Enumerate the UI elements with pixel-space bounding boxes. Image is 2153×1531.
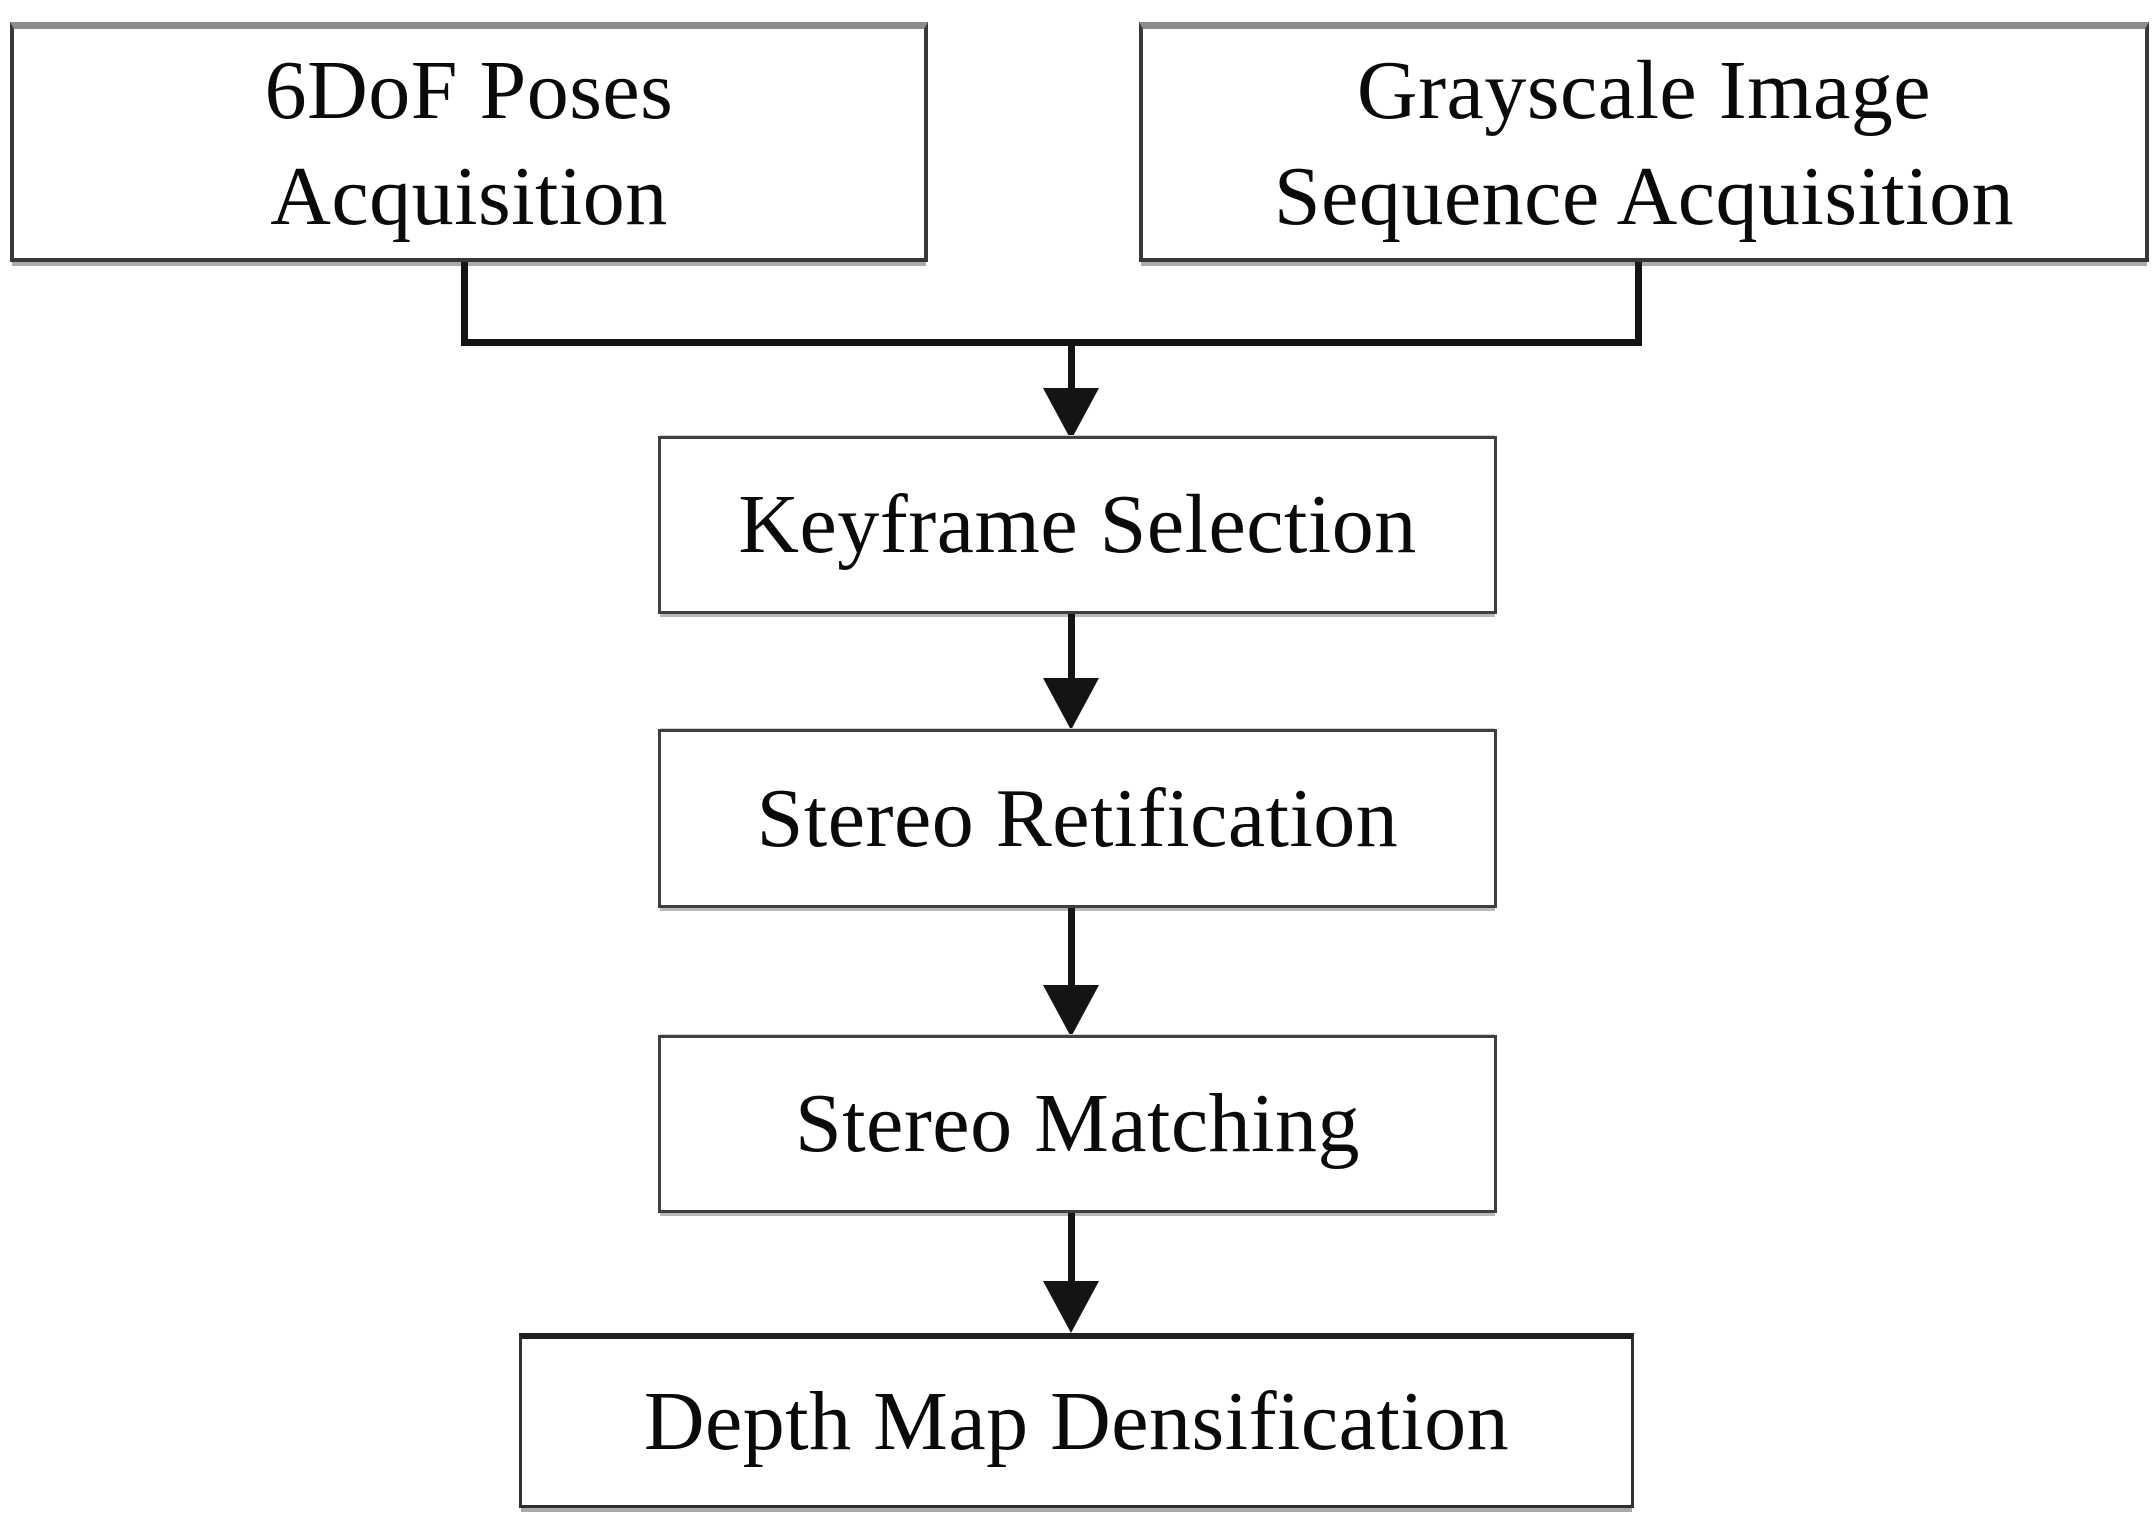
connector-poses-drop-line (461, 262, 468, 346)
arrowhead-down-icon (1043, 985, 1099, 1037)
arrowhead-down-icon (1043, 678, 1099, 730)
node-stereo-matching: Stereo Matching (658, 1035, 1497, 1213)
node-depth-map-densification: Depth Map Densification (519, 1333, 1634, 1508)
connector-grayscale-drop-line (1635, 262, 1642, 346)
node-label: Stereo Matching (794, 1077, 1361, 1171)
connector-keyframe-to-retification-line (1068, 614, 1075, 682)
arrowhead-down-icon (1043, 1281, 1099, 1333)
node-label: Grayscale Image Sequence Acquisition (1273, 43, 2015, 243)
connector-merge-stem-line (1068, 346, 1075, 392)
node-label: 6DoF Poses Acquisition (264, 43, 674, 243)
node-6dof-poses-acquisition: 6DoF Poses Acquisition (10, 22, 928, 262)
connector-matching-to-densification-line (1068, 1213, 1075, 1285)
connector-merge-horizontal-line (461, 339, 1642, 346)
node-grayscale-image-sequence-acquisition: Grayscale Image Sequence Acquisition (1139, 22, 2149, 262)
node-label: Keyframe Selection (738, 478, 1417, 572)
node-stereo-retification: Stereo Retification (658, 729, 1497, 908)
arrowhead-down-icon (1043, 388, 1099, 440)
node-label: Stereo Retification (756, 771, 1399, 865)
node-label: Depth Map Densification (643, 1375, 1510, 1469)
node-keyframe-selection: Keyframe Selection (658, 436, 1497, 614)
connector-retification-to-matching-line (1068, 908, 1075, 990)
